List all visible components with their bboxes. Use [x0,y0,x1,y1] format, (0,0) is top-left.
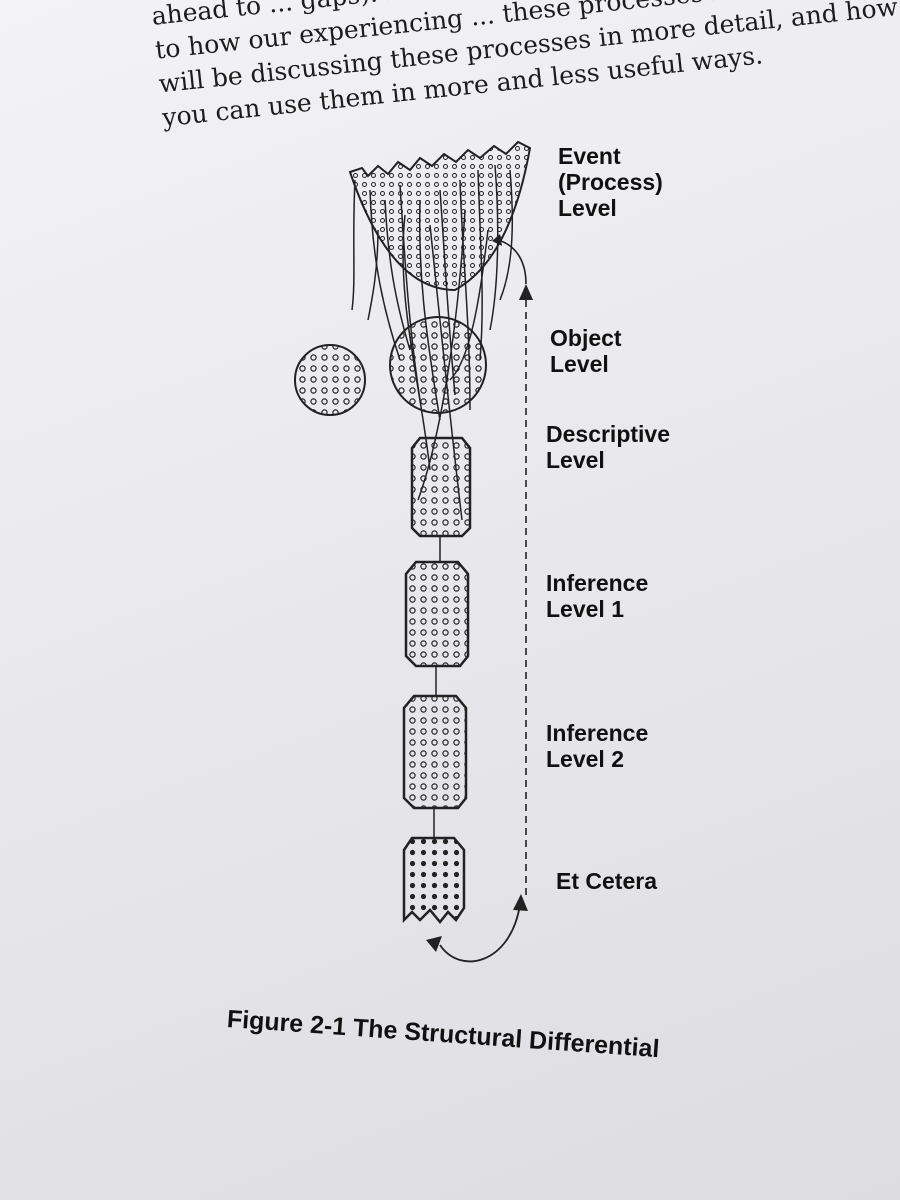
label-line: Object [550,325,622,351]
arrowhead-up-bottom-icon [513,894,528,911]
et-cetera-shape [404,838,464,922]
label-line: Event [558,143,663,169]
label-et-cetera: Et Cetera [556,868,657,894]
label-line: Descriptive [546,421,670,447]
arrowhead-up-icon [519,284,533,300]
label-line: Level [546,447,670,473]
label-line: Level [558,195,663,221]
label-event-level: Event(Process)Level [558,143,663,221]
curved-arrow-to-event [498,240,526,284]
arrowhead-tail-icon [426,936,442,952]
object-circle [390,317,486,413]
inference-level-1-shape [406,562,468,666]
label-line: Et Cetera [556,868,657,894]
label-line: Level [550,351,622,377]
label-line: Level 1 [546,596,648,622]
label-line: (Process) [558,169,663,195]
label-line: Level 2 [546,746,648,772]
separate-object-circle [295,345,365,415]
inference-level-2-shape [404,696,466,808]
descriptive-label-shape [412,438,470,536]
label-line: Inference [546,720,648,746]
label-line: Inference [546,570,648,596]
